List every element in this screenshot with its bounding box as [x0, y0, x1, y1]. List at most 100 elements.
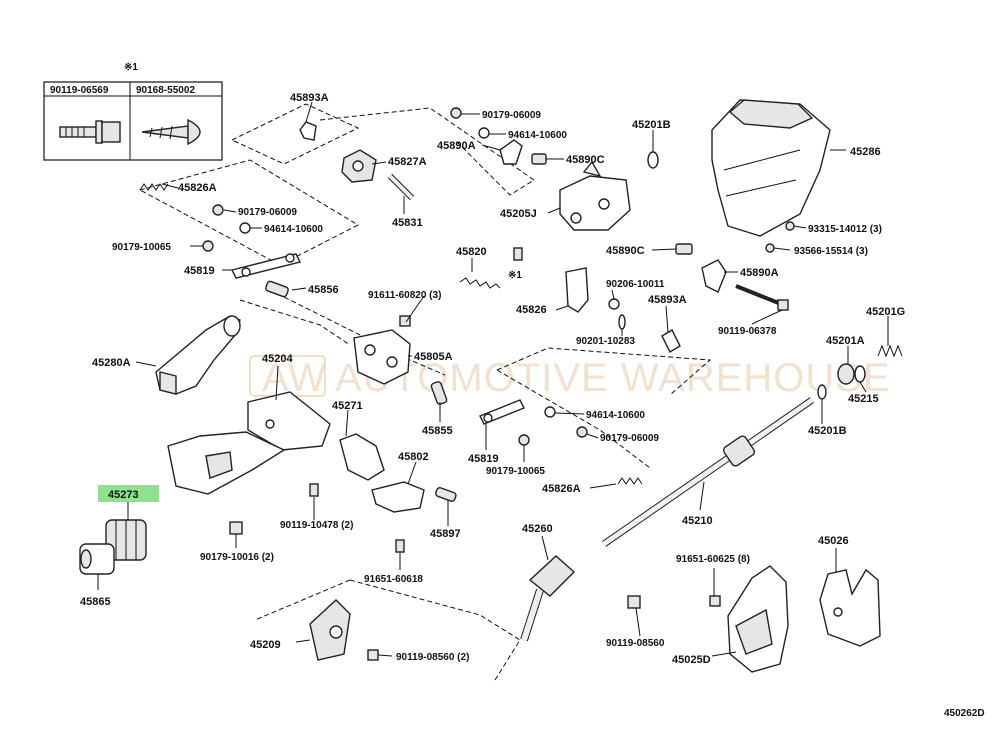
label-45893a-mid[interactable]: 45893A — [648, 294, 687, 306]
watermark: AW AUTOMOTIVE WAREHOUSE — [249, 355, 890, 400]
label-45209[interactable]: 45209 — [250, 639, 281, 651]
nut-90179-10065-b — [518, 434, 530, 446]
label-90179-06009-c[interactable]: 90179-06009 — [600, 433, 659, 444]
label-90119-08560-a[interactable]: 90119-08560 — [606, 638, 665, 649]
part-45893a-top — [299, 121, 317, 141]
label-90179-10065-a[interactable]: 90179-10065 — [112, 242, 171, 253]
bolt-90119-10478 — [309, 483, 319, 497]
label-94614-10600-c[interactable]: 94614-10600 — [586, 410, 645, 421]
assembly-outlines — [139, 103, 712, 681]
label-45826[interactable]: 45826 — [516, 304, 547, 316]
label-45201a[interactable]: 45201A — [826, 335, 865, 347]
label-45026[interactable]: 45026 — [818, 535, 849, 547]
label-45260[interactable]: 45260 — [522, 523, 553, 535]
label-45201b-top[interactable]: 45201B — [632, 119, 671, 131]
label-45890c-top[interactable]: 45890C — [566, 154, 605, 166]
washer-90206-10011 — [608, 298, 620, 310]
nut-90179-06009-a — [212, 204, 224, 216]
label-91651-60618[interactable]: 91651-60618 — [364, 574, 423, 585]
label-45890a-top[interactable]: 45890A — [437, 140, 476, 152]
label-90119-06378[interactable]: 90119-06378 — [718, 326, 777, 337]
label-45201g[interactable]: 45201G — [866, 306, 905, 318]
part-45286-column-cover — [711, 99, 831, 237]
label-note-x1[interactable]: ※1 — [508, 270, 522, 281]
part-45826-bracket — [565, 267, 589, 313]
label-45827a[interactable]: 45827A — [388, 156, 427, 168]
label-90119-10478[interactable]: 90119-10478 (2) — [280, 520, 353, 531]
part-45819-lever-a — [230, 253, 302, 279]
label-45205j[interactable]: 45205J — [500, 208, 537, 220]
label-45802[interactable]: 45802 — [398, 451, 429, 463]
nut-90179-06009-c — [576, 426, 588, 438]
part-45273-bushing — [105, 519, 147, 561]
part-45205j-bracket — [559, 160, 631, 231]
label-90206-10011[interactable]: 90206-10011 — [606, 279, 665, 290]
part-45280a-bracket — [155, 315, 241, 395]
part-45271-bracket — [339, 433, 385, 481]
label-45897[interactable]: 45897 — [430, 528, 461, 540]
part-45026-bracket — [819, 568, 881, 647]
label-45819-a[interactable]: 45819 — [184, 265, 215, 277]
part-45210-shaft — [602, 397, 814, 547]
label-90179-06009-b[interactable]: 90179-06009 — [482, 110, 541, 121]
label-90179-10065-b[interactable]: 90179-10065 — [486, 466, 545, 477]
label-45831[interactable]: 45831 — [392, 217, 423, 229]
bolt-91651-60618 — [395, 539, 405, 553]
part-45890a-right — [701, 259, 727, 293]
label-45215[interactable]: 45215 — [848, 393, 879, 405]
bolt-90119-08560-b — [367, 649, 379, 661]
part-45856 — [265, 280, 289, 298]
label-45273[interactable]: 45273 — [108, 489, 139, 501]
label-45893a-top[interactable]: 45893A — [290, 92, 329, 104]
label-93566-15514[interactable]: 93566-15514 (3) — [794, 246, 868, 257]
screw-93315-14012 — [785, 221, 795, 231]
label-90119-08560-b[interactable]: 90119-08560 (2) — [396, 652, 469, 663]
label-93315-14012[interactable]: 93315-14012 (3) — [808, 224, 882, 235]
label-45286[interactable]: 45286 — [850, 146, 881, 158]
label-45865[interactable]: 45865 — [80, 596, 111, 608]
label-91611-60820[interactable]: 91611-60820 (3) — [368, 290, 441, 301]
label-45210[interactable]: 45210 — [682, 515, 713, 527]
label-45826a-mid[interactable]: 45826A — [542, 483, 581, 495]
part-45260-intermediate-shaft — [520, 555, 576, 642]
label-45826a-top[interactable]: 45826A — [178, 182, 217, 194]
part-45827a — [341, 149, 377, 183]
label-45204[interactable]: 45204 — [262, 353, 293, 365]
bolt-91611-60820 — [399, 315, 411, 327]
part-labels: 45893A 45826A 45827A 45831 90179-06009 9… — [80, 92, 985, 719]
label-90179-10016[interactable]: 90179-10016 (2) — [200, 552, 274, 563]
inset-fastener-box: ※1 90119-06569 90168-55002 — [43, 62, 223, 161]
label-45855[interactable]: 45855 — [422, 425, 453, 437]
label-90201-10283[interactable]: 90201-10283 — [576, 336, 635, 347]
part-45215 — [854, 365, 866, 383]
part-45802 — [371, 481, 425, 513]
part-45201b-top — [647, 151, 659, 169]
part-45826a-spring-mid — [617, 477, 643, 485]
washer-94614-10600-c — [544, 406, 556, 418]
label-45271[interactable]: 45271 — [332, 400, 363, 412]
label-94614-10600-b[interactable]: 94614-10600 — [508, 130, 567, 141]
part-45209-u-joint — [309, 599, 351, 661]
label-45890a-right[interactable]: 45890A — [740, 267, 779, 279]
label-45025d[interactable]: 45025D — [672, 654, 711, 666]
highlight-45273 — [98, 485, 159, 502]
label-45856[interactable]: 45856 — [308, 284, 339, 296]
label-45280a[interactable]: 45280A — [92, 357, 131, 369]
label-91651-60625[interactable]: 91651-60625 (8) — [676, 554, 750, 565]
label-45820[interactable]: 45820 — [456, 246, 487, 258]
washer-94614-10600-a — [239, 222, 251, 234]
nut-90179-06009-b — [450, 107, 462, 119]
bolt-91651-60625 — [709, 595, 721, 607]
part-drawings — [79, 99, 903, 673]
nut-90179-10016 — [229, 521, 243, 535]
label-45890c-bot[interactable]: 45890C — [606, 245, 645, 257]
part-45025d-boot — [727, 565, 789, 673]
label-90179-06009-a[interactable]: 90179-06009 — [238, 207, 297, 218]
label-94614-10600-a[interactable]: 94614-10600 — [264, 224, 323, 235]
label-45805a[interactable]: 45805A — [414, 351, 453, 363]
label-45201b-bot[interactable]: 45201B — [808, 425, 847, 437]
tapping-screw-icon — [141, 118, 201, 146]
label-45819-b[interactable]: 45819 — [468, 453, 499, 465]
part-45855-pin — [430, 381, 448, 405]
part-45201b-bot — [817, 384, 827, 400]
